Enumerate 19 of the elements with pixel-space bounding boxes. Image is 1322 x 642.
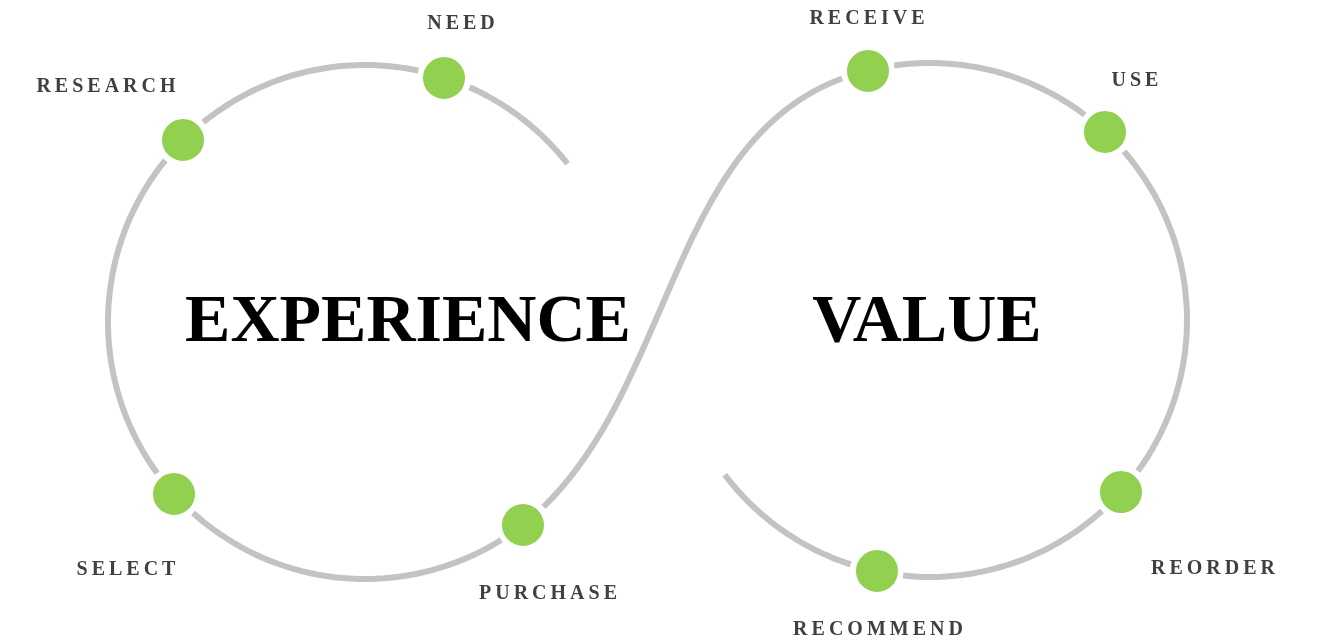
loop-segment — [722, 472, 852, 568]
loop-segment — [201, 62, 419, 125]
loop-segment — [191, 510, 503, 582]
loop-segment — [468, 84, 570, 166]
step-label: NEED — [427, 10, 499, 34]
loop-segment — [893, 60, 1087, 118]
step-label: RECOMMEND — [793, 616, 967, 640]
step-label: RECEIVE — [809, 5, 929, 29]
step-label: USE — [1111, 67, 1163, 91]
loop-segment — [1121, 149, 1190, 473]
loop-segment — [541, 75, 844, 509]
loop-segment — [105, 158, 168, 475]
section-heading: VALUE — [812, 278, 1042, 358]
step-label: RESEARCH — [36, 73, 180, 97]
step-label: PURCHASE — [479, 580, 621, 604]
step-label: SELECT — [76, 556, 180, 580]
step-label: REORDER — [1151, 555, 1279, 579]
loop-segment — [902, 508, 1104, 580]
section-heading: EXPERIENCE — [185, 278, 631, 358]
